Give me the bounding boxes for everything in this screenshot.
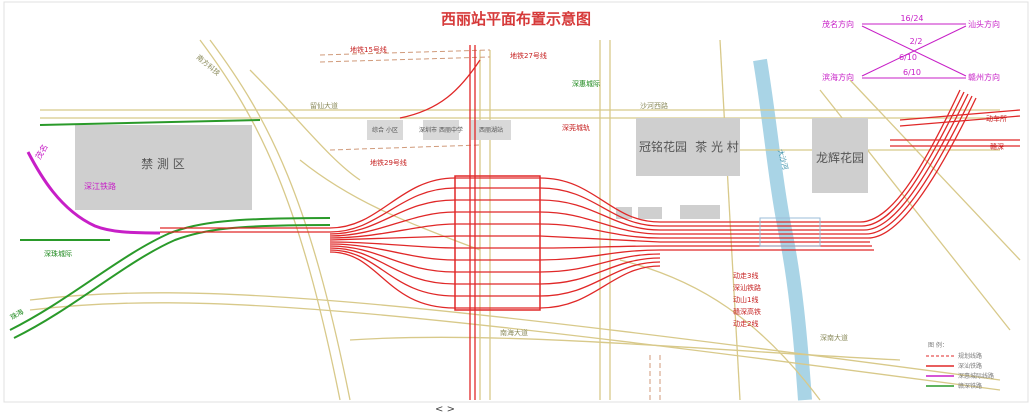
small-block-2 [423,120,459,140]
platform-label-1: 动走3线 [733,271,758,280]
small-building-3 [680,205,720,219]
small-building-2 [638,207,662,219]
platform-lines [455,187,540,297]
map-title: 西丽站平面布置示意图 [441,10,591,28]
label-shenhui: 深惠城际 [572,79,600,88]
direction-indicator: 茂名方向 汕头方向 滨海方向 赣州方向 16/24 2/2 6/10 6/10 [822,14,1000,82]
green-rail-lines [9,119,331,339]
small-block-2-label: 深圳市 西丽中学 [419,126,463,134]
road-label-top: 留仙大道 [310,101,338,110]
magenta-line [26,151,161,235]
legend-item-1: 规划线路 [958,352,982,360]
platform-label-5: 动走2线 [733,319,758,328]
bridge-box [759,217,821,247]
label-intercity: 深珠城际 [44,249,72,258]
small-block-1 [367,120,403,140]
direction-maoming: 茂名方向 [822,19,854,29]
label-shenzhen-jiangmen: 深江铁路 [84,181,116,191]
legend-item-2: 深汕铁路 [958,362,982,370]
red-rail-tracks [160,45,1021,400]
direction-ratio-mid: 2/2 [910,37,923,46]
legend: 图 例： 规划线路 深汕铁路 深惠城际线路 赣深铁路 [926,341,994,390]
label-dongguan-right: 动车所 [986,114,1007,123]
block-4 [812,118,868,193]
label-line29: 地铁29号线 [370,158,407,167]
label-dongguan-line: 深莞城轨 [562,123,590,132]
legend-item-3: 深惠城际线路 [958,372,994,380]
direction-ratio-bottom: 6/10 [903,68,921,77]
label-line15: 地铁15号线 [350,45,387,54]
block-2-label: 冠铭花园 [639,139,687,154]
road-label-bottom: 南海大道 [500,328,528,337]
block-3-label: 茶 光 村 [695,139,739,154]
block-4-label: 龙辉花园 [816,150,864,165]
direction-ganzhou: 赣州方向 [968,72,1000,82]
label-line27: 地铁27号线 [510,51,547,60]
direction-ratio-mid2: 6/10 [899,53,917,62]
road-label-mid: 沙河西路 [640,101,668,110]
platform-label-3: 动山1线 [733,295,758,304]
footer-mark: < > [435,404,455,415]
small-block-3 [471,120,511,140]
direction-ratio-top: 16/24 [900,14,923,23]
legend-item-4: 赣深铁路 [958,382,982,390]
block-1-label: 禁 測 区 [141,157,185,171]
direction-binhai: 滨海方向 [822,72,854,82]
small-block-1-label: 综合 小区 [372,126,398,134]
block-1 [75,125,252,210]
platform-label-2: 深汕铁路 [733,283,761,292]
station-platforms [454,175,541,311]
small-block-3-label: 西丽湖站 [479,126,503,134]
platform-label-4: 赣深高铁 [733,307,761,316]
label-yichang: 赣深 [990,142,1004,151]
direction-shantou: 汕头方向 [968,19,1000,29]
block-2 [636,118,740,176]
road-label-right: 深南大道 [820,333,848,342]
legend-heading: 图 例： [928,341,948,349]
